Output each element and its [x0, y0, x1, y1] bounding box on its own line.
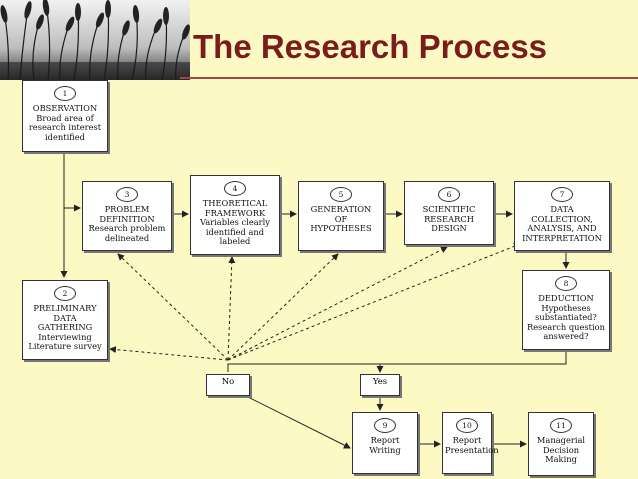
title-underline — [180, 77, 638, 79]
step-number: 10 — [456, 418, 478, 433]
step-label: OBSERVATION Broad area of research inter… — [28, 103, 102, 142]
step-label: GENERATION OF HYPOTHESES — [310, 204, 372, 234]
step-label: DEDUCTION Hypotheses substantiated? Rese… — [526, 293, 605, 342]
arrow-1-to-3 — [63, 152, 81, 212]
step-label: THEORETICAL FRAMEWORK Variables clearly … — [200, 198, 270, 247]
wheat-field-image — [0, 0, 190, 80]
step-number: 7 — [551, 187, 573, 202]
step-label: PRELIMINARY DATA GATHERING Interviewing … — [28, 303, 102, 352]
step-label: Report Writing — [369, 435, 401, 455]
feedback-no-to-4 — [227, 256, 236, 361]
step-1-observation-box: 1 OBSERVATION Broad area of research int… — [22, 80, 108, 152]
feedback-no-to-2 — [109, 346, 229, 361]
step-number: 5 — [330, 187, 352, 202]
step-label: SCIENTIFIC RESEARCH DESIGN — [422, 204, 476, 234]
step-number: 3 — [116, 187, 138, 202]
arrow-8-to-decision — [376, 350, 567, 373]
feedback-no-to-5 — [227, 253, 339, 361]
feedback-no-to-6 — [227, 246, 448, 361]
step-number: 8 — [555, 276, 577, 291]
step-label: DATA COLLECTION, ANALYSIS, AND INTERPRET… — [522, 204, 602, 243]
step-number: 4 — [224, 181, 246, 196]
step-label: Report Presentation — [445, 435, 499, 455]
step-9-report-writing-box: 9 Report Writing — [352, 412, 418, 474]
decision-no-box: No — [206, 374, 250, 396]
step-5-hypotheses-box: 5 GENERATION OF HYPOTHESES — [298, 181, 384, 251]
step-3-problem-definition-box: 3 PROBLEM DEFINITION Research problem de… — [82, 181, 172, 251]
arrow-8-to-no — [227, 363, 380, 372]
step-11-managerial-decision-box: 11 Managerial Decision Making — [528, 412, 594, 476]
step-label: PROBLEM DEFINITION Research problem deli… — [88, 204, 166, 243]
step-7-data-collection-box: 7 DATA COLLECTION, ANALYSIS, AND INTERPR… — [514, 181, 610, 251]
feedback-no-to-3 — [117, 253, 229, 361]
step-2-preliminary-data-box: 2 PRELIMINARY DATA GATHERING Interviewin… — [22, 280, 108, 360]
step-8-deduction-box: 8 DEDUCTION Hypotheses substantiated? Re… — [522, 270, 610, 350]
step-number: 6 — [438, 187, 460, 202]
step-number: 11 — [550, 418, 572, 433]
feedback-no-to-7 — [227, 242, 521, 361]
step-number: 2 — [54, 286, 76, 301]
step-4-theoretical-framework-box: 4 THEORETICAL FRAMEWORK Variables clearl… — [190, 175, 280, 255]
slide-title: The Research Process — [193, 28, 548, 65]
step-10-report-presentation-box: 10 Report Presentation — [442, 412, 499, 474]
arrow-no-to-9 — [245, 395, 351, 449]
step-number: 9 — [374, 418, 396, 433]
step-number: 1 — [54, 86, 76, 101]
step-label: Managerial Decision Making — [536, 435, 586, 465]
decision-yes-box: Yes — [360, 374, 400, 396]
step-6-research-design-box: 6 SCIENTIFIC RESEARCH DESIGN — [404, 181, 494, 245]
